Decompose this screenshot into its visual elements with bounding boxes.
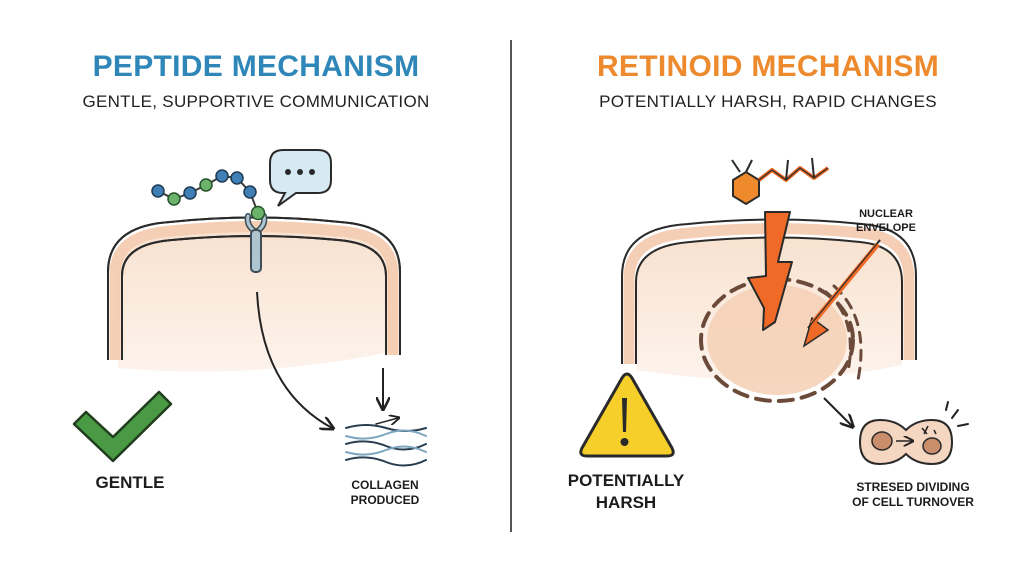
cell-turnover-line2: OF CELL TURNOVER xyxy=(852,495,974,509)
gentle-label: GENTLE xyxy=(95,473,165,492)
warning-icon xyxy=(579,372,675,458)
potentially-harsh-label: POTENTIALLY HARSH xyxy=(556,470,696,514)
peptide-title: PEPTIDE MECHANISM xyxy=(92,50,420,83)
potentially-harsh-line1: POTENTIALLY xyxy=(567,471,685,490)
panel-divider xyxy=(510,40,512,532)
signal-arrow xyxy=(256,291,332,428)
collagen-label-line1: COLLAGEN xyxy=(351,478,419,492)
potentially-harsh-line2: HARSH xyxy=(595,493,657,513)
collagen-label-line2: PRODUCED xyxy=(350,493,420,507)
cell-receptor xyxy=(244,213,268,273)
speech-bubble-icon xyxy=(269,149,332,207)
retinoid-title: RETINOID MECHANISM xyxy=(596,50,940,83)
retinoid-molecule-icon xyxy=(731,157,830,206)
checkmark-icon xyxy=(72,390,173,463)
peptide-subtitle: GENTLE, SUPPORTIVE COMMUNICATION xyxy=(82,92,430,111)
retinoid-subtitle: POTENTIALLY HARSH, RAPID CHANGES xyxy=(599,92,937,111)
nuclear-envelope-arrow xyxy=(802,239,881,348)
lightning-bolt-icon xyxy=(747,211,793,331)
cell-turnover-line1: STRESED DIVIDING xyxy=(856,480,970,494)
nuclear-envelope-label: NUCLEAR ENVELOPE xyxy=(846,208,926,236)
dividing-cells-icon xyxy=(858,401,969,466)
collagen-fibers-icon xyxy=(345,418,427,467)
cell-turnover-label: STRESED DIVIDING OF CELL TURNOVER xyxy=(838,480,988,510)
division-arrow xyxy=(823,397,852,426)
nuclear-envelope-line1: NUCLEAR xyxy=(859,208,913,220)
peptide-chain xyxy=(151,169,266,221)
collagen-label: COLLAGEN PRODUCED xyxy=(330,478,440,508)
nuclear-envelope-line2: ENVELOPE xyxy=(856,221,916,234)
